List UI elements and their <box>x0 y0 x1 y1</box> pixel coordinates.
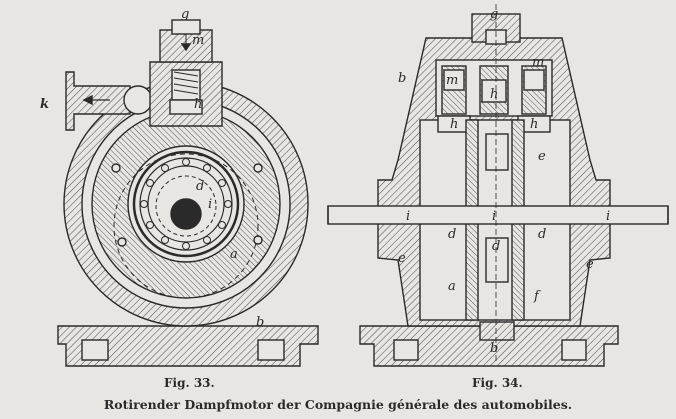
fig33-label-k: k <box>40 97 49 112</box>
fig34-drawing <box>327 4 669 367</box>
fig34-label-e-left: e <box>398 251 406 266</box>
plate-caption: Rotirender Dampfmotor der Compagnie géné… <box>103 397 573 412</box>
fig34-base <box>359 325 619 367</box>
fig34-label-i-center: i <box>492 209 496 224</box>
fig34-label-a: a <box>448 279 456 294</box>
fig34-label-d-right: d <box>538 227 546 242</box>
fig33-label-m: m <box>192 33 204 48</box>
fig34-label-h-left: h <box>450 117 458 132</box>
fig34-caption: Fig. 34. <box>472 376 523 390</box>
fig33-drawing <box>57 19 319 367</box>
fig33-caption: Fig. 33. <box>164 376 215 390</box>
fig33-label-i: i <box>208 197 212 212</box>
fig33-label-b: b <box>256 315 264 330</box>
fig34-shaft <box>327 205 669 225</box>
fig33-label-d: d <box>196 179 204 194</box>
fig34-label-f: f <box>533 289 541 304</box>
fig33-label-a: a <box>230 247 238 262</box>
fig34-label-g: g <box>490 7 498 22</box>
fig34-labels: g b m m h h h e e e i i i d d d a f b <box>398 7 610 356</box>
fig34-label-i-right: i <box>606 209 610 224</box>
fig34-label-b-bottom: b <box>490 341 498 356</box>
fig34-label-m-left: m <box>446 73 458 88</box>
fig33-labels: g m h k d i a b <box>40 7 264 330</box>
fig34-label-h-right: h <box>530 117 538 132</box>
fig33-label-g: g <box>181 7 189 22</box>
fig34-label-d-left: d <box>448 227 456 242</box>
fig33-exhaust-pipe <box>65 71 131 131</box>
fig33-label-h: h <box>194 97 202 112</box>
fig34-label-e-upper: e <box>538 149 546 164</box>
fig33-shaft <box>170 198 202 230</box>
fig33-base <box>57 325 319 367</box>
fig34-label-e-right: e <box>586 257 594 272</box>
fig34-label-b-top: b <box>398 71 406 86</box>
fig34-label-i-left: i <box>406 209 410 224</box>
fig33-bearing-balls <box>140 158 232 250</box>
fig34-label-h-top: h <box>490 87 498 102</box>
fig34-label-m-right: m <box>532 55 544 70</box>
fig34-label-d-center: d <box>492 239 500 254</box>
